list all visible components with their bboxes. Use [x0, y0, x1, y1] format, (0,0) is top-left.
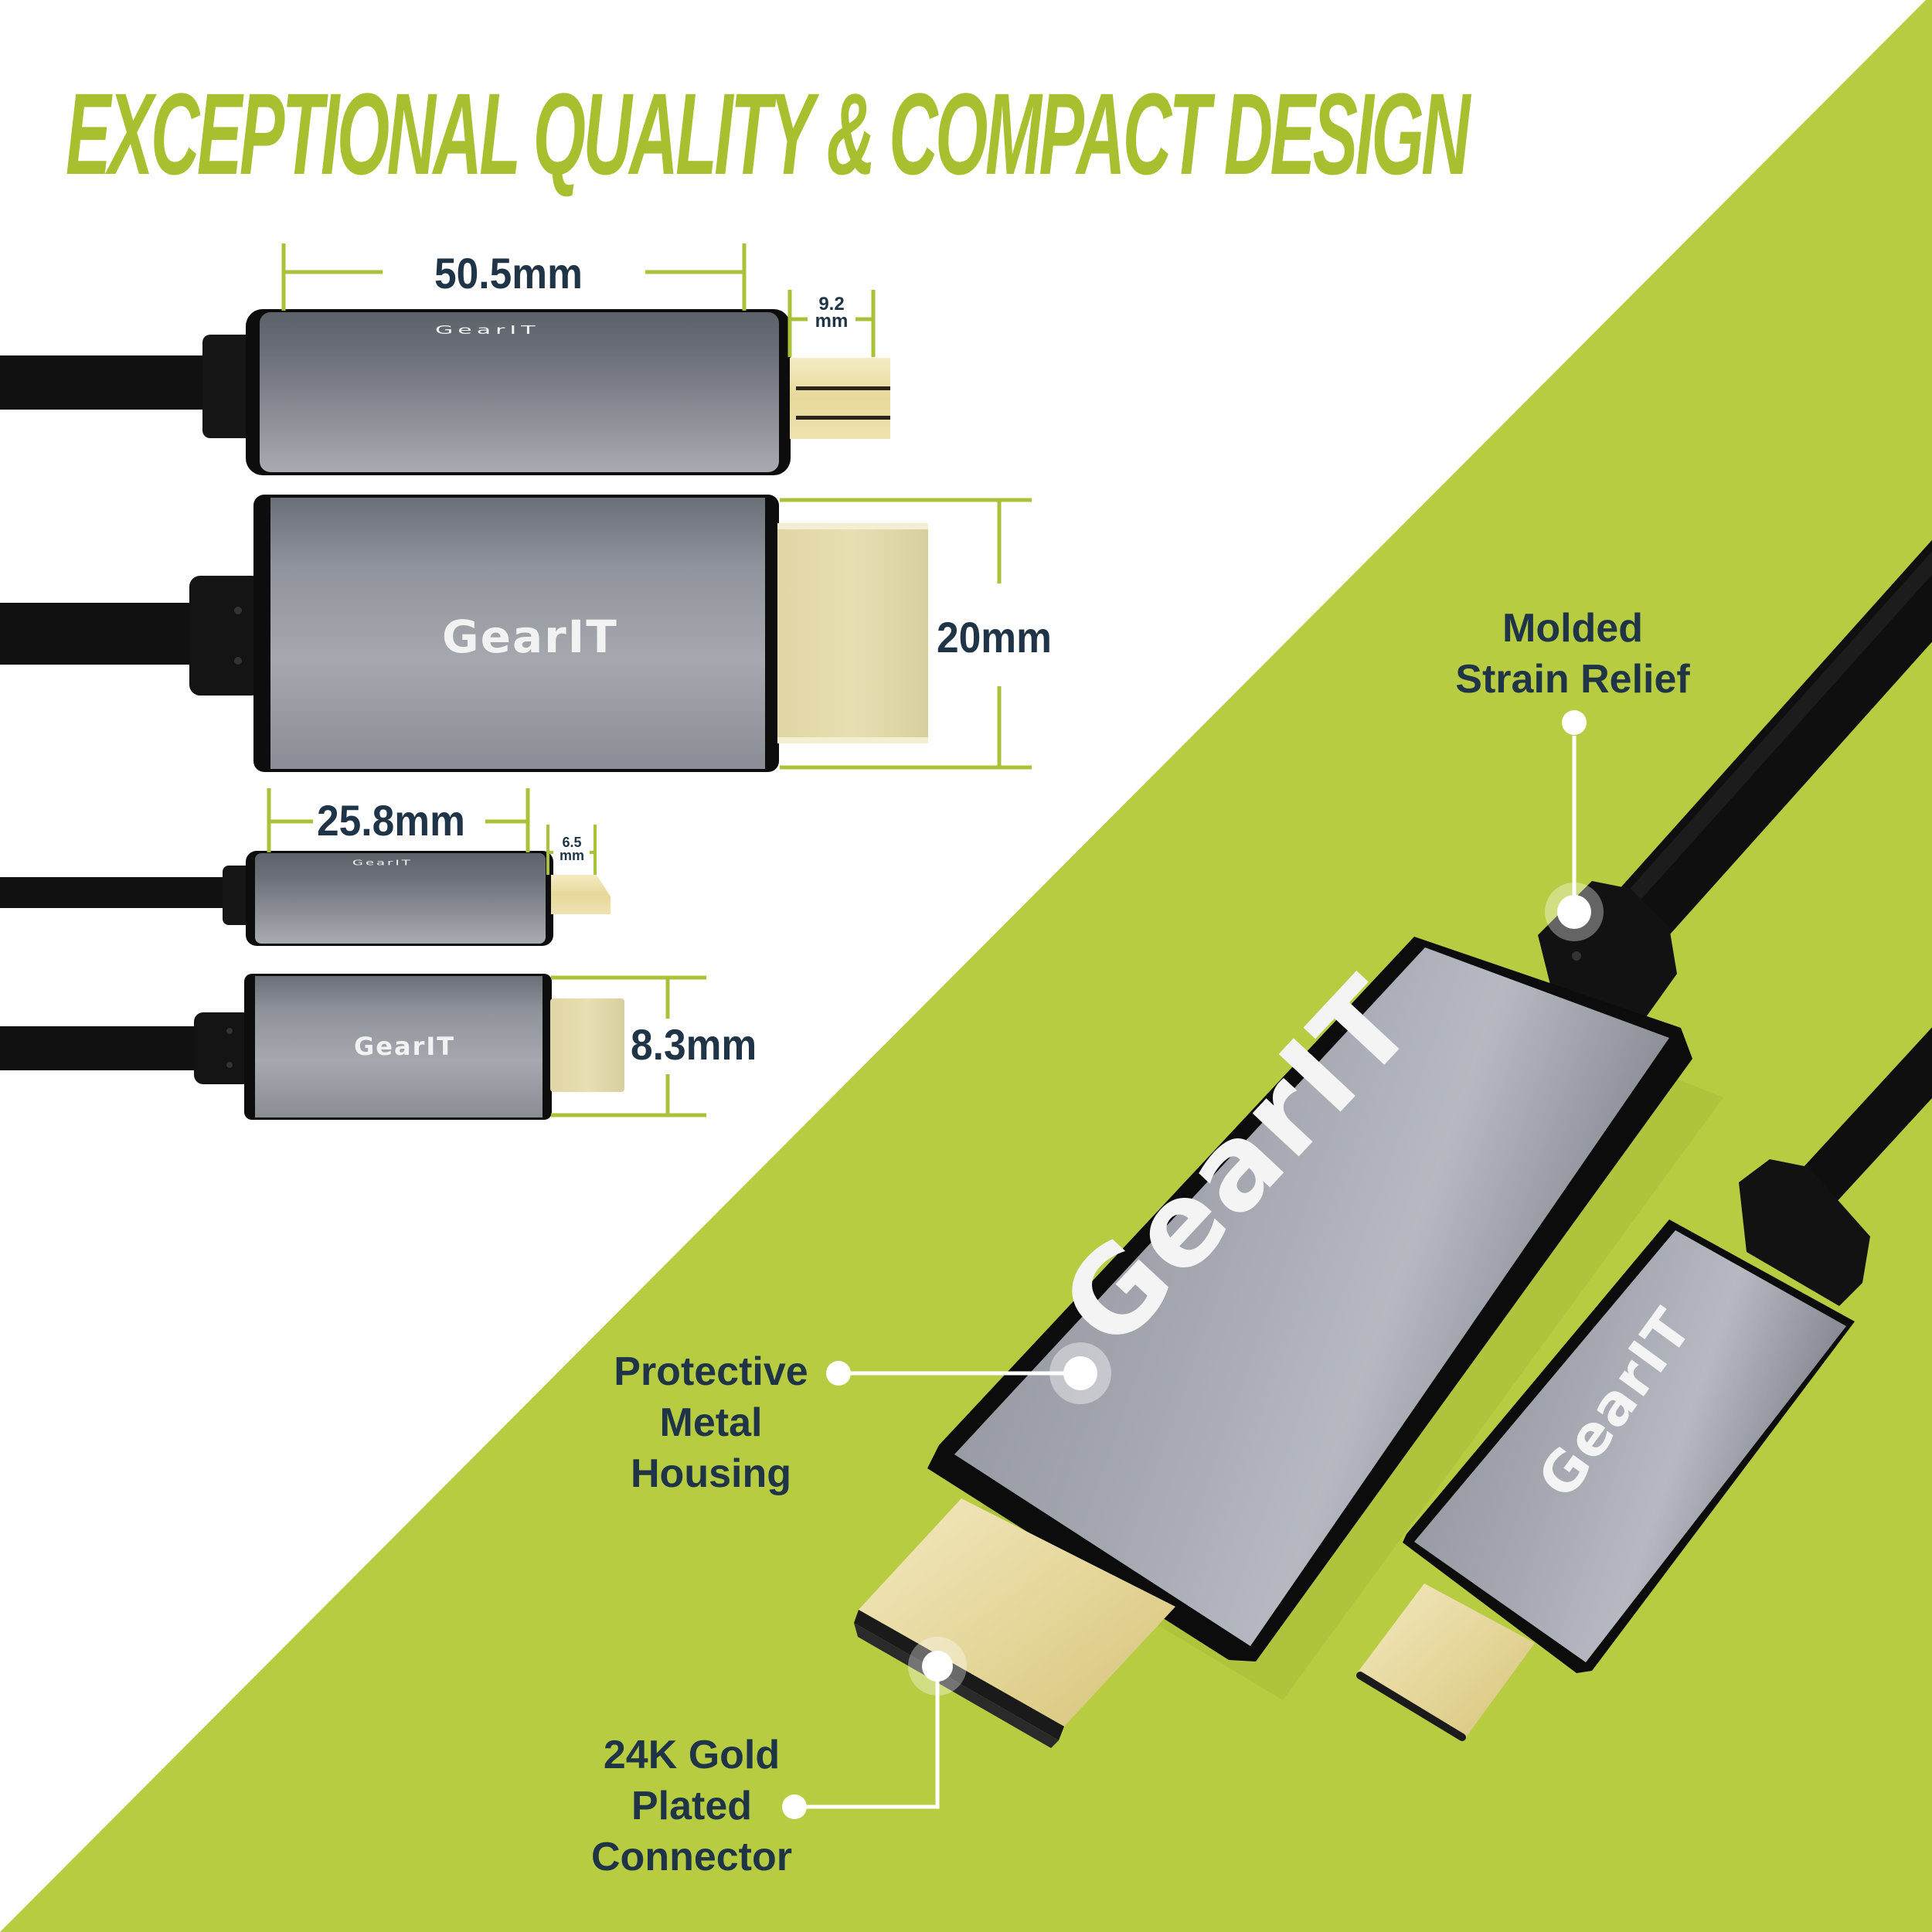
- callout-gold-connector-marker: [782, 1637, 967, 1819]
- callout-gold-connector-line-2: Plated: [631, 1784, 753, 1828]
- dimension-unit-6-5: mm: [559, 848, 584, 863]
- usbc-strain-relief: [1739, 1159, 1870, 1306]
- callout-gold-connector-line-1: 24K Gold: [603, 1733, 781, 1777]
- dimension-label-6-5mm: 6.5 mm: [551, 835, 593, 863]
- hdmi-connector-side-view: [0, 495, 928, 772]
- mini-hdmi-connector-top-view: [0, 309, 890, 475]
- usbc-gold-plug: [1356, 1583, 1535, 1741]
- dimension-label-20mm: 20mm: [937, 613, 1052, 662]
- callout-strain-relief-line-1: Molded: [1502, 606, 1643, 651]
- hdmi-housing-large: [927, 937, 1692, 1662]
- dimension-bracket-8-3mm: [551, 975, 706, 1117]
- callout-metal-housing: Protective Metal Housing: [595, 1346, 827, 1499]
- dimension-label-8-3mm: 8.3mm: [631, 1020, 757, 1069]
- callout-strain-relief: Molded Strain Relief: [1437, 603, 1708, 705]
- hdmi-gold-plug: [854, 1498, 1175, 1748]
- callout-metal-housing-marker: [826, 1342, 1111, 1404]
- usbc-cable: [1783, 1027, 1932, 1222]
- brand-logo-usbc-side: GearIT: [354, 1032, 456, 1061]
- callout-metal-housing-line-3: Housing: [631, 1451, 791, 1496]
- brand-logo-hdmi: GearIT: [442, 611, 618, 663]
- dimension-bracket-9-2mm: [787, 290, 876, 357]
- dimension-label-50-5mm: 50.5mm: [434, 249, 583, 298]
- dimension-label-25-8mm: 25.8mm: [317, 796, 465, 845]
- usbc-housing-large: [1403, 1219, 1855, 1673]
- dimension-bracket-50-5mm: [281, 243, 747, 311]
- hdmi-cable: [1605, 539, 1932, 951]
- callout-strain-relief-line-2: Strain Relief: [1455, 657, 1690, 702]
- dimension-value-9-2: 9.2: [818, 294, 845, 315]
- dimension-bracket-25-8mm: [267, 788, 530, 852]
- usbc-connector-top-view: [0, 851, 611, 946]
- dimension-unit-9-2: mm: [815, 311, 849, 332]
- dimension-bracket-6-5mm: [546, 825, 597, 875]
- brand-logo-usbc-top: GearIT: [352, 858, 413, 868]
- callout-gold-connector: 24K Gold Plated Connector: [576, 1730, 808, 1883]
- callout-strain-relief-marker: [1545, 710, 1604, 941]
- callout-metal-housing-line-2: Metal: [659, 1400, 763, 1445]
- usbc-connector-side-view: [0, 974, 624, 1120]
- callout-metal-housing-line-1: Protective: [614, 1349, 808, 1394]
- brand-logo-mini-hdmi: GearIT: [435, 323, 540, 337]
- callout-gold-connector-line-3: Connector: [591, 1835, 792, 1879]
- dimension-value-6-5: 6.5: [562, 835, 582, 850]
- dimension-bracket-20mm: [780, 498, 1032, 770]
- dimension-label-9-2mm: 9.2 mm: [804, 294, 859, 332]
